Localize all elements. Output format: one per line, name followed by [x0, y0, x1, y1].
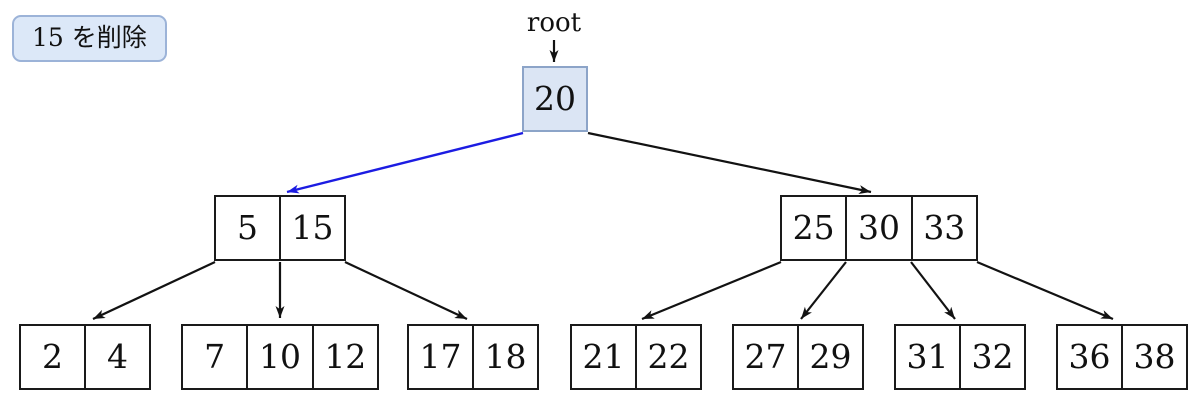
leaf-node-21-22: 21 22: [570, 324, 702, 390]
internal-node-right: 25 30 33: [780, 195, 978, 261]
key-cell: 32: [959, 326, 1024, 388]
operation-badge: 15 を削除: [12, 15, 167, 62]
leaf-node-17-18: 17 18: [407, 324, 539, 390]
root-node: 20: [522, 66, 588, 132]
key-cell: 15: [279, 197, 344, 259]
key-cell: 31: [906, 336, 949, 376]
leaf-node-2-4: 2 4: [19, 324, 151, 390]
key-cell: 18: [472, 326, 537, 388]
edge-root-to-left-child-highlighted: [286, 131, 524, 194]
key-cell: 20: [534, 78, 576, 118]
leaf-node-31-32: 31 32: [894, 324, 1026, 390]
edge-right-to-leaf-36-38: [976, 260, 1114, 321]
leaf-node-7-10-12: 7 10 12: [181, 324, 379, 390]
key-cell: 10: [246, 326, 311, 388]
internal-node-left: 5 15: [214, 195, 346, 261]
key-cell: 29: [797, 326, 862, 388]
edge-right-to-leaf-31-32: [910, 261, 956, 320]
key-cell: 22: [635, 326, 700, 388]
leaf-node-27-29: 27 29: [732, 324, 864, 390]
key-cell: 4: [84, 326, 149, 388]
leaf-node-36-38: 36 38: [1056, 324, 1188, 390]
edge-left-to-leaf-17-18: [344, 261, 468, 320]
key-cell: 21: [582, 336, 625, 376]
edge-root-to-right-child: [587, 131, 872, 194]
key-cell: 17: [419, 336, 462, 376]
key-cell: 7: [204, 336, 226, 376]
key-cell: 25: [792, 207, 835, 247]
root-pointer-label: root: [526, 8, 582, 38]
edge-right-to-leaf-21-22: [641, 260, 782, 321]
edge-right-to-leaf-27-29: [800, 261, 847, 320]
key-cell: 2: [42, 336, 63, 376]
key-cell: 5: [237, 207, 258, 247]
key-cell: 33: [910, 197, 976, 259]
key-cell: 27: [744, 336, 787, 376]
edge-left-to-leaf-2-4: [92, 261, 216, 320]
key-cell: 30: [845, 197, 910, 259]
key-cell: 36: [1068, 336, 1111, 376]
key-cell: 12: [311, 326, 377, 388]
key-cell: 38: [1121, 326, 1186, 388]
